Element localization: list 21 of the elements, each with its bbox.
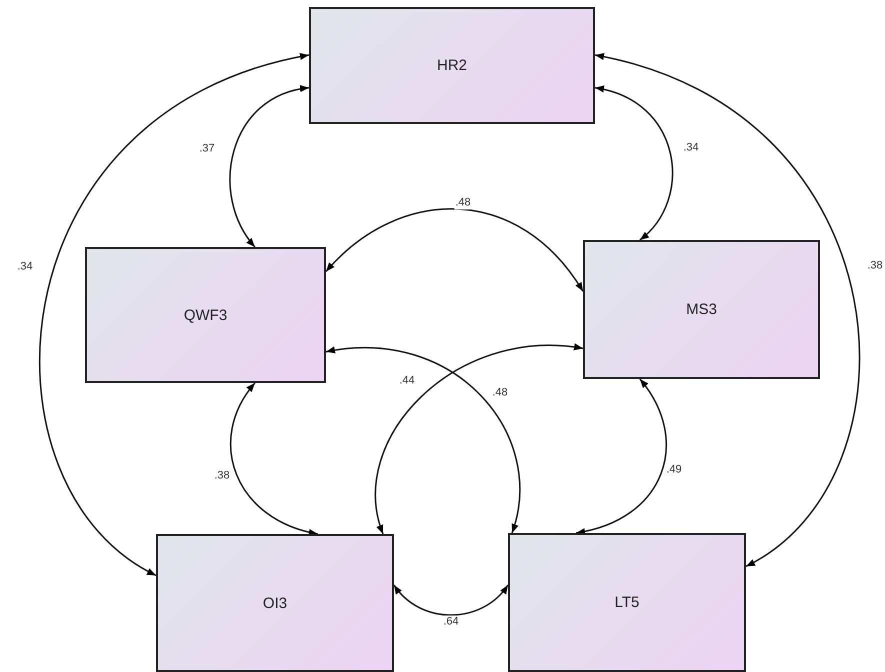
double-headed-arrow [229,86,310,248]
double-headed-arrow [325,208,584,292]
double-headed-arrow [393,584,509,616]
double-headed-arrow [375,344,584,534]
variable-box [583,240,820,379]
double-headed-arrow [38,54,310,576]
variable-box [85,247,326,383]
variable-box [309,7,595,124]
double-headed-arrow [326,347,520,534]
variable-box [156,534,394,672]
variable-box [508,533,746,672]
variable-name: HR2 [436,57,467,74]
double-headed-arrow [594,86,674,241]
variable-name: OI3 [262,594,288,612]
variable-name: MS3 [686,301,717,318]
double-headed-arrow [576,378,667,535]
variable-name: LT5 [614,594,640,611]
double-headed-arrow [230,382,318,536]
variable-name: QWF3 [184,306,228,324]
edge-label: .48 [454,196,472,210]
double-headed-arrow [594,54,860,567]
